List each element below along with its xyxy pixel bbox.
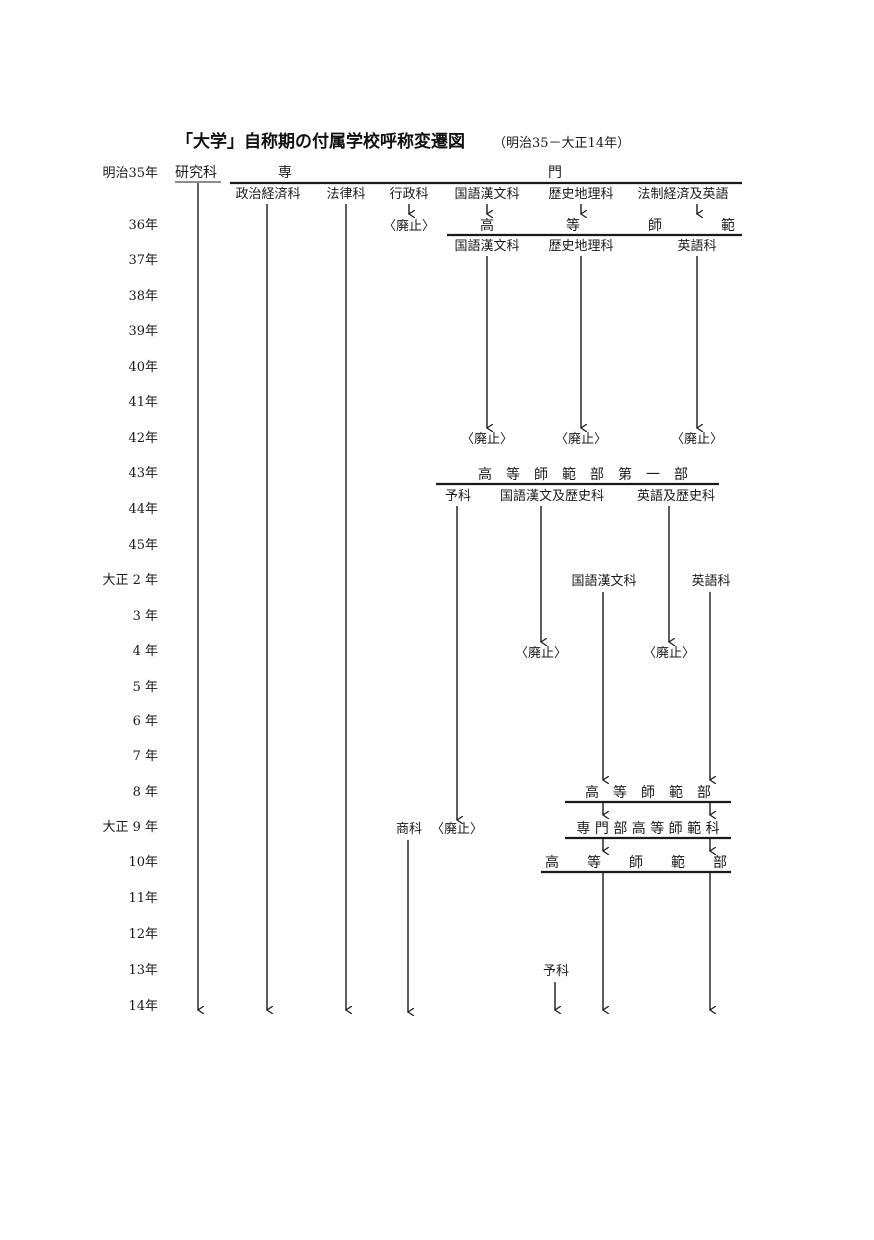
gyosei-haishi: 〈廃止〉 bbox=[383, 218, 435, 234]
year-axis: 明治35年 36年 37年 38年 39年 40年 41年 42年 43年 44… bbox=[102, 166, 158, 1014]
kokugo-kanbun-2-haishi: 〈廃止〉 bbox=[461, 431, 513, 447]
year-label-t10: 10年 bbox=[128, 855, 158, 870]
year-label-t8: 8 年 bbox=[133, 785, 158, 800]
kotoshihanbu-1-label: 高 等 師 範 部 bbox=[585, 784, 711, 801]
taisho2-group: 国語漢文科 英語科 bbox=[571, 573, 731, 780]
yoka-label: 予科 bbox=[445, 489, 471, 504]
seiji-keizai-label: 政治経済科 bbox=[235, 186, 300, 202]
year-label-t4: 4 年 bbox=[133, 644, 158, 659]
year-label-m39: 39年 bbox=[128, 324, 158, 339]
year-label-t13: 13年 bbox=[128, 963, 158, 978]
taisho9-group: 〈廃止〉 商科 専 門 部 高 等 師 範 科 bbox=[396, 820, 731, 1012]
eigo-label: 英語科 bbox=[677, 238, 716, 254]
year-label-m43: 43年 bbox=[128, 466, 158, 481]
senmon-group: 専 門 政治経済科 法律科 行政科 〈廃止〉 国語漢文科 歴史地理科 法制経済及… bbox=[230, 165, 742, 1010]
senmon-label-1: 専 bbox=[278, 165, 292, 181]
year-label-m44: 44年 bbox=[128, 502, 158, 517]
yoka-haishi: 〈廃止〉 bbox=[431, 821, 483, 837]
koto-shihan-char-2: 等 bbox=[566, 217, 580, 234]
yoka-2-group: 予科 bbox=[543, 964, 569, 1010]
diagram-title: 「大学」自称期の付属学校呼称変遷図 bbox=[176, 131, 465, 152]
year-label-t5: 5 年 bbox=[133, 680, 158, 695]
year-label-t7: 7 年 bbox=[133, 749, 158, 764]
year-label-m42: 42年 bbox=[128, 431, 158, 446]
eigo-haishi: 〈廃止〉 bbox=[671, 431, 723, 447]
daiichibu-group: 高 等 師 範 部 第 一 部 予科 国語漢文及歴史科 〈廃止〉 英語及歴史科 … bbox=[436, 466, 719, 820]
eigo-2-label: 英語科 bbox=[691, 573, 730, 589]
year-label-t3: 3 年 bbox=[133, 609, 158, 624]
kokugo-kanbun-2-label: 国語漢文科 bbox=[454, 238, 519, 254]
hosei-keizai-eigo-label: 法制経済及英語 bbox=[637, 186, 728, 202]
year-label-m35: 明治35年 bbox=[102, 166, 158, 181]
kokugo-kanbun-label: 国語漢文科 bbox=[454, 186, 519, 202]
year-label-t12: 12年 bbox=[128, 927, 158, 942]
year-label-m38: 38年 bbox=[128, 289, 158, 304]
eigo-rekishi-haishi: 〈廃止〉 bbox=[643, 645, 695, 661]
kenkyuka-label: 研究科 bbox=[175, 165, 217, 181]
horitsu-label: 法律科 bbox=[326, 187, 365, 202]
daiichibu-label: 高 等 師 範 部 第 一 部 bbox=[478, 466, 688, 483]
kokugo-rekishi-label: 国語漢文及歴史科 bbox=[500, 488, 604, 504]
koto-shihan-char-3: 師 bbox=[648, 218, 662, 234]
kokugo-rekishi-haishi: 〈廃止〉 bbox=[515, 645, 567, 661]
kokugo-kanbun-3-label: 国語漢文科 bbox=[571, 573, 636, 589]
rekishi-chiri-2-label: 歴史地理科 bbox=[548, 239, 613, 254]
year-label-m45: 45年 bbox=[128, 538, 158, 553]
kenkyuka-branch: 研究科 bbox=[175, 165, 221, 1010]
koto-shihan-char-1: 高 bbox=[480, 217, 494, 234]
year-label-t14: 14年 bbox=[128, 999, 158, 1014]
yoka-2-label: 予科 bbox=[543, 964, 569, 979]
eigo-rekishi-label: 英語及歴史科 bbox=[637, 488, 715, 504]
year-label-m41: 41年 bbox=[128, 395, 158, 410]
kotoshihanbu-1-group: 高 等 師 範 部 bbox=[565, 784, 731, 815]
gyosei-label: 行政科 bbox=[389, 187, 428, 202]
senmon-label-2: 門 bbox=[548, 165, 562, 181]
year-label-t9: 大正 9 年 bbox=[102, 820, 158, 835]
koto-shihan-group: 高 等 師 範 国語漢文科 〈廃止〉 歴史地理科 〈廃止〉 英語科 〈廃止〉 bbox=[447, 217, 742, 447]
diagram-subtitle: （明治35－大正14年） bbox=[493, 136, 630, 151]
kotoshihanbu-2-label: 高 等 師 範 部 bbox=[545, 854, 727, 871]
rekishi-chiri-label: 歴史地理科 bbox=[548, 187, 613, 202]
year-label-t11: 11年 bbox=[128, 891, 158, 906]
year-label-t6: 6 年 bbox=[133, 714, 158, 729]
year-label-t2: 大正 2 年 bbox=[102, 573, 158, 588]
rekishi-chiri-2-haishi: 〈廃止〉 bbox=[555, 431, 607, 447]
senmonbu-koto-label: 専 門 部 高 等 師 範 科 bbox=[576, 820, 719, 837]
koto-shihan-char-4: 範 bbox=[721, 217, 735, 234]
year-label-m37: 37年 bbox=[128, 253, 158, 268]
year-label-m36: 36年 bbox=[128, 218, 158, 233]
shoka-label: 商科 bbox=[396, 822, 422, 837]
year-label-m40: 40年 bbox=[128, 360, 158, 375]
kotoshihanbu-2-group: 高 等 師 範 部 bbox=[541, 854, 731, 1010]
